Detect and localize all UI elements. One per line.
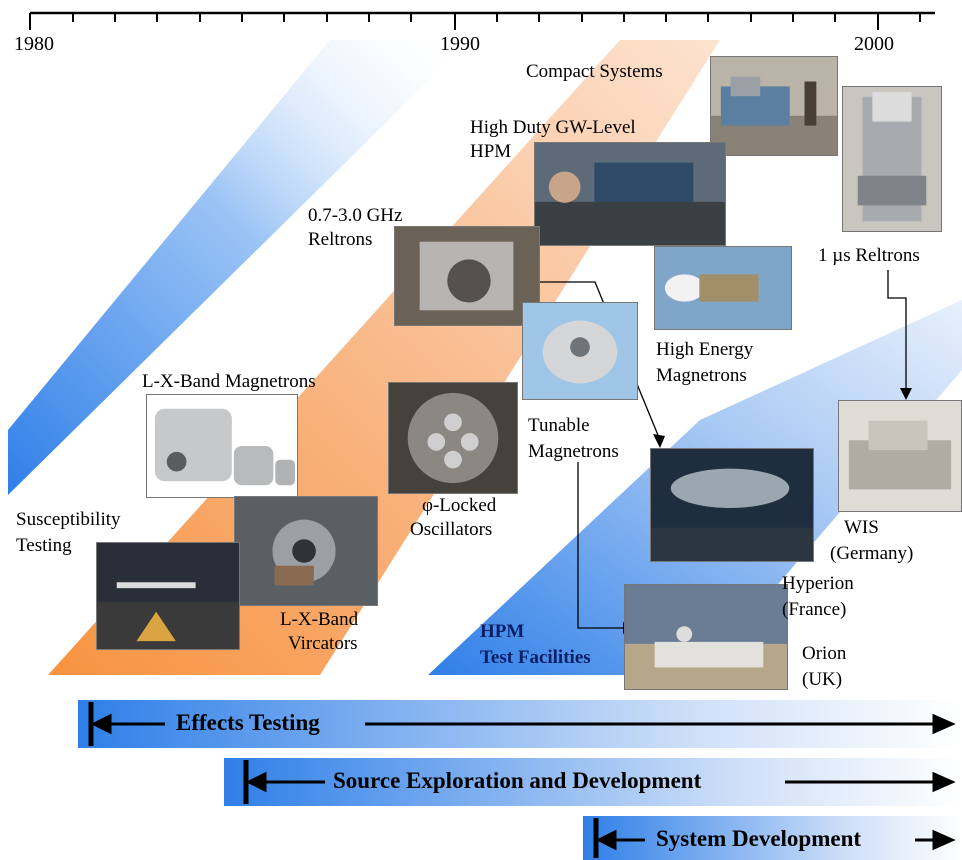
tunable-magnetron-photo [522,302,638,400]
label-vircators-1: L-X-Band [280,609,359,630]
label-high-energy-2: Magnetrons [656,365,747,386]
year-label-1980: 1980 [14,33,54,55]
label-high-duty-1: High Duty GW-Level [470,117,636,138]
label-reltrons-2: Reltrons [308,229,373,250]
lx-magnetron-photo [146,394,298,498]
compact-systems-photo [710,56,838,156]
label-tunable-2: Magnetrons [528,441,619,462]
timeline-ticks [29,13,921,30]
label-compact-systems: Compact Systems [526,61,663,82]
label-tunable-1: Tunable [528,415,590,436]
phase-locked-oscillator-photo [388,382,518,494]
label-phase-locked-2: Oscillators [410,519,493,540]
label-hpm-test-1: HPM [480,621,525,642]
system-bar [583,816,962,860]
phase-bar-arrows [90,713,956,851]
susceptibility-testing-photo [96,542,240,650]
label-us-reltrons: 1 µs Reltrons [818,245,920,266]
effects-testing-label: Effects Testing [176,710,320,735]
label-reltrons-1: 0.7-3.0 GHz [308,205,403,226]
label-hyperion-1: Hyperion [782,573,854,594]
label-wis-2: (Germany) [830,543,914,564]
label-wis-1: WIS [844,517,879,538]
orion-facility-photo [624,584,788,690]
high-duty-hpm-photo [534,142,726,246]
label-lx-magnetrons: L-X-Band Magnetrons [142,371,316,392]
label-susceptibility-1: Susceptibility [16,509,121,530]
hyperion-facility-photo [650,448,814,562]
arrowhead [653,434,665,448]
label-susceptibility-2: Testing [16,535,72,556]
label-phase-locked-1: φ-Locked [422,495,497,516]
label-vircators-2: Vircators [288,633,358,654]
label-orion-2: (UK) [802,669,843,690]
system-development-label: System Development [656,826,862,851]
year-label-1990: 1990 [440,33,480,55]
year-label-2000: 2000 [854,33,894,55]
connector-lines [540,270,907,629]
label-orion-1: Orion [802,643,847,664]
label-hpm-test-2: Test Facilities [480,647,591,668]
high-energy-magnetron-photo [654,246,792,330]
early-blue-band [8,40,470,495]
label-high-duty-2: HPM [470,141,512,162]
reltron-photo [394,226,540,326]
label-hyperion-2: (France) [782,599,847,620]
reltron-1us-photo [842,86,942,232]
vircator-photo [234,496,378,606]
wis-facility-photo [838,400,962,512]
arrowhead [900,388,912,400]
label-high-energy-1: High Energy [656,339,754,360]
source-exploration-label: Source Exploration and Development [333,768,702,793]
